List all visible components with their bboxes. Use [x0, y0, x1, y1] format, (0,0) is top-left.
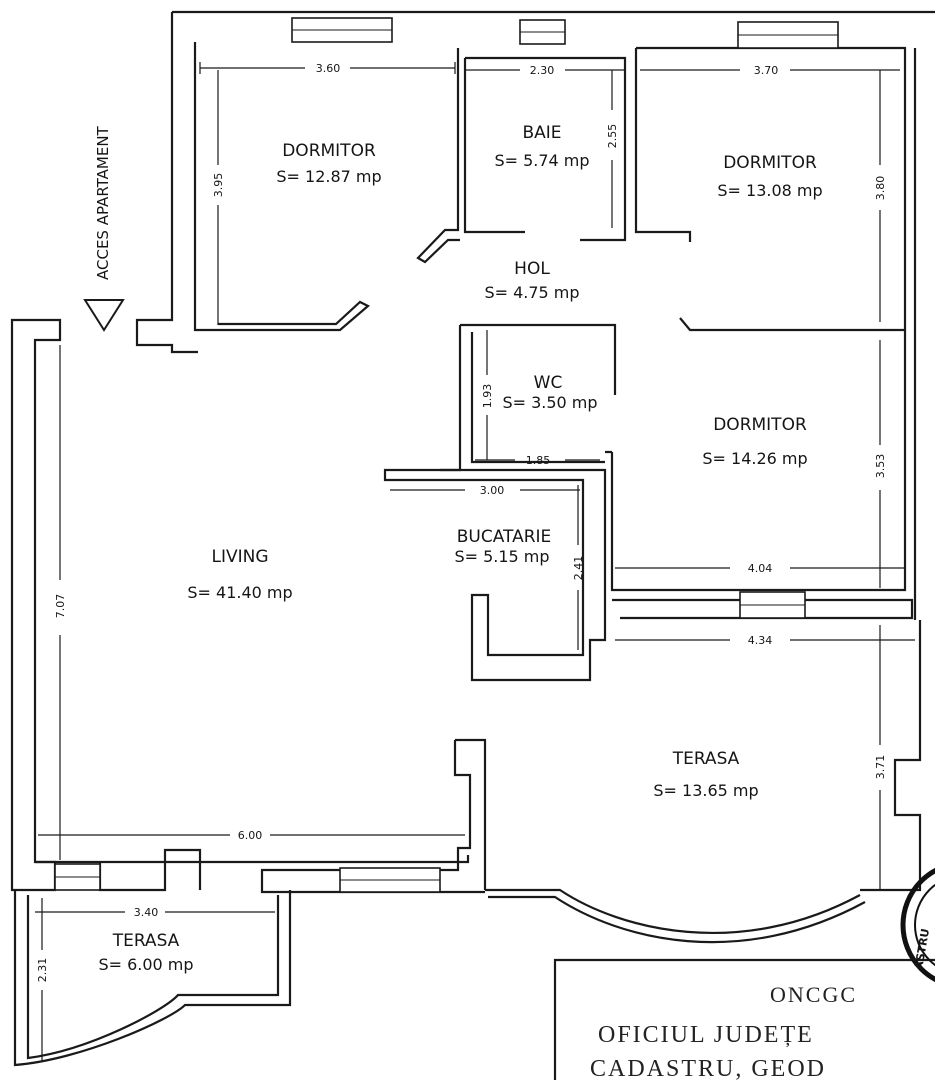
- dim-label: 4.04: [748, 562, 773, 575]
- room-area-dormitor-3: S= 14.26 mp: [702, 449, 807, 468]
- dim-label: 3.80: [874, 176, 887, 201]
- dim-label: 2.55: [606, 124, 619, 149]
- room-area-wc: S= 3.50 mp: [502, 393, 597, 412]
- room-name-terasa-1: TERASA: [672, 749, 740, 769]
- bed3-walls: [605, 330, 907, 592]
- dim-label: 6.00: [238, 829, 263, 842]
- room-area-dormitor-2: S= 13.08 mp: [717, 181, 822, 200]
- dim-label: 3.71: [874, 755, 887, 780]
- dim-label: 1.93: [481, 384, 494, 409]
- room-area-terasa-2: S= 6.00 mp: [98, 955, 193, 974]
- terrace-curve-inner: [488, 895, 866, 944]
- living-left-wall: [10, 318, 62, 892]
- room-area-living: S= 41.40 mp: [187, 583, 292, 602]
- room-name-hol: HOL: [514, 259, 550, 279]
- seal-outer-ring: [900, 867, 935, 983]
- room-name-living: LIVING: [211, 547, 268, 567]
- bath-walls: [463, 56, 627, 242]
- dim-label: 3.95: [212, 173, 225, 198]
- room-name-terasa-2: TERASA: [112, 931, 180, 951]
- dim-label: 3.40: [134, 906, 159, 919]
- room-area-terasa-1: S= 13.65 mp: [653, 781, 758, 800]
- kitchen-walls: [383, 468, 607, 682]
- dim-label: 2.31: [36, 958, 49, 983]
- room-area-baie: S= 5.74 mp: [494, 151, 589, 170]
- dim-label: 3.53: [874, 454, 887, 479]
- dim-label: 7.07: [54, 594, 67, 619]
- room-area-hol: S= 4.75 mp: [484, 283, 579, 302]
- seal: ASTRU: [900, 867, 935, 983]
- access-label: ACCES APARTAMENT: [94, 125, 112, 280]
- room-name-baie: BAIE: [522, 123, 561, 143]
- dim-line: [199, 62, 456, 74]
- dim-label: 3.00: [480, 484, 505, 497]
- stamp-line-1: ONCGC: [770, 982, 857, 1007]
- dim-label: 4.34: [748, 634, 773, 647]
- room-name-dormitor-1: DORMITOR: [282, 141, 376, 161]
- access-arrow-icon: [83, 299, 125, 332]
- dim-label: 3.60: [316, 62, 341, 75]
- terrace-right-wall: [860, 620, 922, 892]
- dim-label: 2.30: [530, 64, 555, 77]
- bed1-right-wall: [416, 48, 460, 264]
- stamp-line-3: CADASTRU, GEOD: [590, 1056, 826, 1080]
- stamp-box: [553, 958, 935, 1080]
- terrace-walls: [260, 738, 487, 894]
- dim-label: 1.85: [526, 454, 551, 467]
- seal-inner-ring: [914, 883, 935, 967]
- stamp-line-2: OFICIUL JUDEȚE: [598, 1022, 814, 1048]
- room-name-bucatarie: BUCATARIE: [457, 527, 552, 547]
- room-name-wc: WC: [534, 373, 563, 393]
- terrace-curve: [485, 888, 861, 935]
- room-name-dormitor-3: DORMITOR: [713, 415, 807, 435]
- room-area-dormitor-1: S= 12.87 mp: [276, 167, 381, 186]
- dim-label: 2.41: [572, 556, 585, 581]
- room-name-dormitor-2: DORMITOR: [723, 153, 817, 173]
- room-area-bucatarie: S= 5.15 mp: [454, 547, 549, 566]
- dim-label: 3.70: [754, 64, 779, 77]
- outer-wall-left-upper: [135, 12, 198, 354]
- inner-wall-top: [193, 42, 370, 332]
